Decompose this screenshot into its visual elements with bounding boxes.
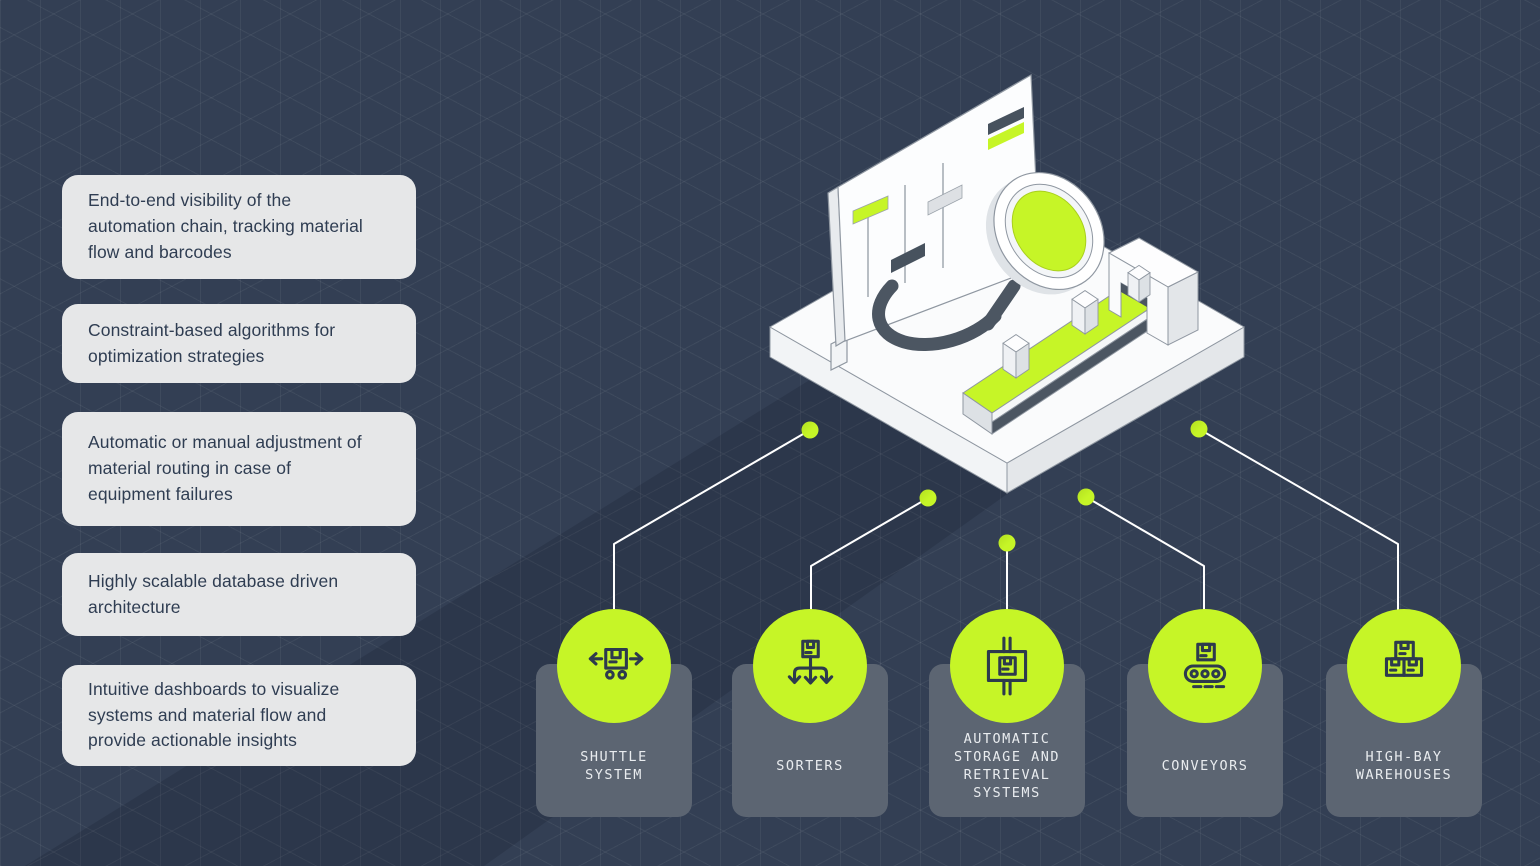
screen-bar-dark: [891, 243, 925, 273]
feature-pill: Highly scalable database driven architec…: [62, 553, 416, 636]
system-card-label: HIGH-BAY WAREHOUSES: [1355, 749, 1453, 783]
feature-pill: Automatic or manual adjustment of materi…: [62, 412, 416, 526]
magnifier-lens: [1011, 190, 1087, 272]
system-icon-bubble: [753, 609, 867, 723]
connector-line: [1085, 496, 1205, 611]
system-card-label: SHUTTLE SYSTEM: [580, 749, 648, 783]
system-card-label: SORTERS: [776, 758, 844, 774]
system-card-label: CONVEYORS: [1161, 758, 1249, 774]
connector-dot: [1077, 488, 1095, 506]
system-card-high-bay-warehouses: HIGH-BAY WAREHOUSES: [1326, 609, 1482, 817]
storage-retrieval-crane-icon: [986, 636, 1028, 696]
feature-text: Constraint-based algorithms for optimiza…: [88, 319, 336, 366]
system-icon-bubble: [557, 609, 671, 723]
magnifier-handle: [981, 279, 1021, 331]
cargo-cubes: [1002, 290, 1099, 379]
feature-text: Highly scalable database driven architec…: [88, 570, 339, 617]
cargo-cube: [1127, 264, 1151, 303]
connector-dot: [1190, 420, 1208, 438]
cargo-cube: [1071, 290, 1099, 335]
connector-line: [810, 497, 929, 611]
stacked-boxes-icon: [1384, 640, 1424, 677]
screen-bar-lime: [852, 195, 889, 225]
system-icon-bubble: [1148, 609, 1262, 723]
screen-bar-lime: [988, 122, 1024, 150]
shuttle-cart-icon: [588, 647, 644, 680]
feature-pill: End-to-end visibility of the automation …: [62, 175, 416, 279]
system-card-shuttle-system: SHUTTLE SYSTEM: [536, 609, 692, 817]
cargo-cube: [1002, 334, 1030, 379]
system-card-automatic-storage-retrieval: AUTOMATIC STORAGE AND RETRIEVAL SYSTEMS: [929, 609, 1085, 817]
feature-pill: Constraint-based algorithms for optimiza…: [62, 304, 416, 383]
connector-line: [613, 429, 811, 611]
connector-dot: [998, 534, 1016, 552]
feature-text: End-to-end visibility of the automation …: [88, 190, 363, 262]
system-card-sorters: SORTERS: [732, 609, 888, 817]
screen-bar-gray: [927, 184, 963, 216]
connector-dot: [801, 421, 819, 439]
system-card-label: AUTOMATIC STORAGE AND RETRIEVAL SYSTEMS: [954, 731, 1060, 801]
magnifier-shadow-arc: [872, 279, 1002, 352]
connector-dots: [801, 420, 1208, 552]
connector-line: [1198, 428, 1399, 613]
feature-pill: Intuitive dashboards to visualize system…: [62, 665, 416, 766]
feature-text: Automatic or manual adjustment of materi…: [88, 432, 362, 504]
conveyor-end-cap: [962, 392, 993, 435]
system-icon-bubble: [1347, 609, 1461, 723]
system-card-conveyors: CONVEYORS: [1127, 609, 1283, 817]
sorter-split-arrows-icon: [787, 639, 834, 685]
conveyor-belt-icon: [1183, 642, 1227, 689]
feature-text: Intuitive dashboards to visualize system…: [88, 678, 340, 751]
connector-dot: [919, 489, 937, 507]
system-icon-bubble: [950, 609, 1064, 723]
magnifying-glass: [981, 171, 1105, 331]
screen-bar-dark: [988, 107, 1024, 135]
connector-lines: [613, 428, 1399, 613]
screen-content: [852, 107, 1024, 297]
